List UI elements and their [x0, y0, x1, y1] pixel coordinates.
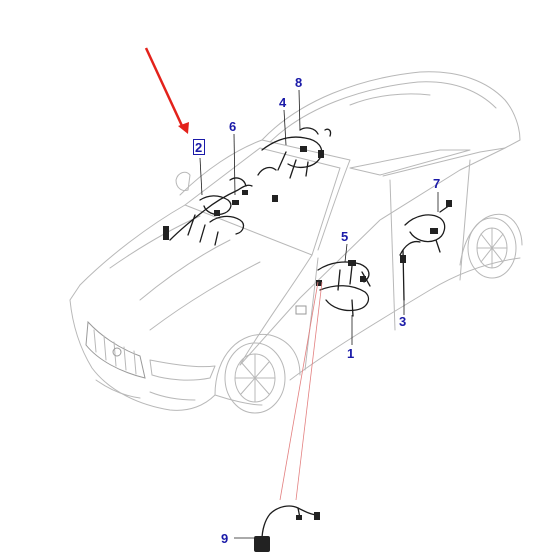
callout-5: 5	[341, 229, 348, 244]
callout-6: 6	[229, 119, 236, 134]
pointer-arrow	[144, 47, 189, 134]
callout-3: 3	[399, 314, 406, 329]
harness-group	[163, 127, 452, 552]
callout-9: 9	[221, 531, 228, 546]
callout-4: 4	[279, 95, 287, 110]
callout-2-highlight	[193, 139, 205, 155]
callout-8: 8	[295, 75, 302, 90]
car-outline	[69, 71, 523, 414]
callout-7: 7	[433, 176, 440, 191]
callout-1: 1	[347, 346, 354, 361]
leader-lines	[199, 89, 439, 539]
callouts: 2 6 4 8 5 1 3 7 9	[193, 75, 440, 546]
detail-projection-lines	[279, 281, 323, 501]
callout-2: 2	[195, 140, 202, 155]
